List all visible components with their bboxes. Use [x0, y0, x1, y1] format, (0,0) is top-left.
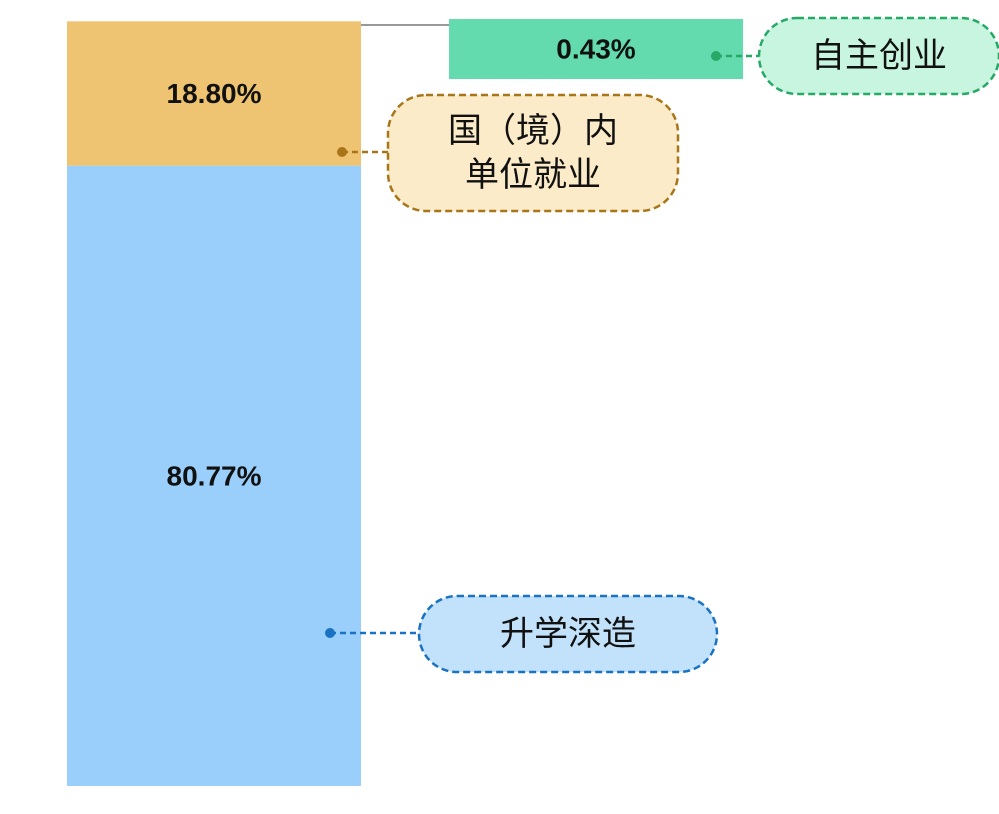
callout-text: 升学深造 [500, 614, 636, 654]
bar-segments [67, 19, 743, 786]
callout-dot [325, 628, 335, 638]
callout-box [757, 16, 999, 96]
segment-value-label-1: 18.80% [167, 78, 262, 109]
callout-2: 自主创业 [711, 16, 999, 96]
callout-dot [337, 147, 347, 157]
segment-value-label-2: 0.43% [556, 34, 635, 65]
segment-value-label-0: 80.77% [167, 460, 262, 491]
callout-dot [711, 51, 721, 61]
callout-text: 自主创业 [811, 36, 947, 76]
callout-box [386, 93, 680, 213]
callout-text: 单位就业 [465, 155, 601, 195]
callout-box [417, 594, 719, 674]
callout-0: 升学深造 [325, 594, 719, 674]
bar-segment-1 [67, 21, 361, 166]
bar-segment-0 [67, 165, 361, 786]
segment-labels: 80.77% 18.80% 0.43% [167, 34, 636, 492]
bar-segment-2 [449, 19, 743, 79]
callout-text: 国（境）内 [448, 111, 618, 151]
